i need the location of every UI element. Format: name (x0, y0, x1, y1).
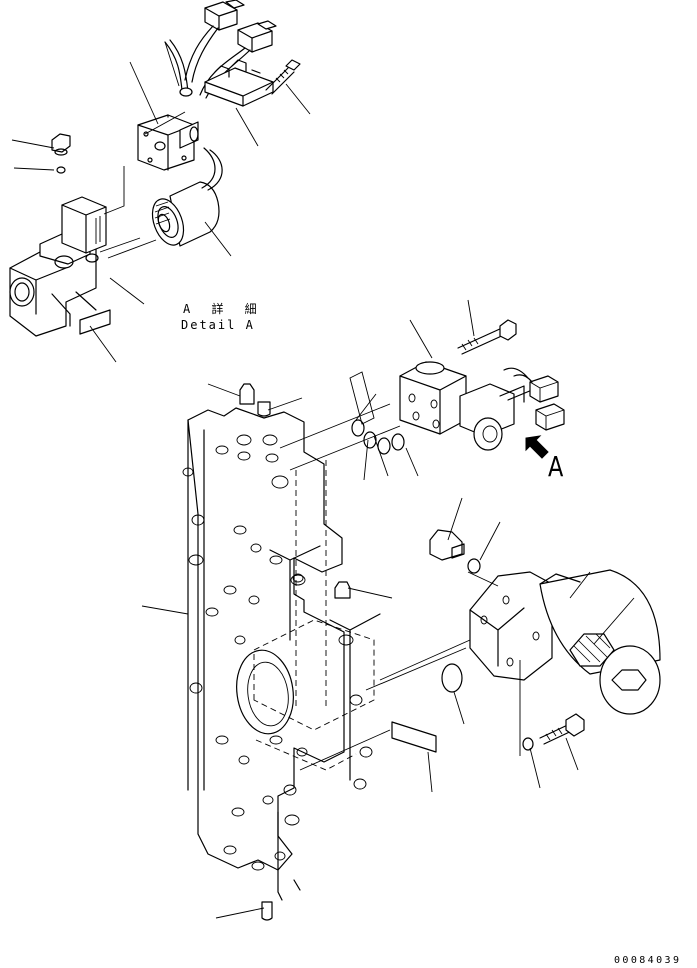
cover-plate (138, 115, 198, 170)
accumulator-valve (470, 570, 660, 714)
bolt-and-washer (523, 714, 584, 750)
harness-connectors (165, 0, 276, 98)
solenoid-coil (147, 148, 222, 249)
plug-and-o-ring (430, 530, 480, 573)
solenoid-valve-assembly (400, 320, 564, 450)
valve-body-detail (10, 197, 156, 336)
detail-a-english-label: Detail A (181, 318, 255, 332)
seal-ring (442, 664, 462, 692)
drawing-number: 00084039 (614, 955, 682, 966)
detail-a-leaders (12, 42, 310, 362)
plug-detail (52, 134, 70, 173)
valve-ports (183, 435, 372, 870)
main-leaders (142, 300, 634, 918)
housing-plugs (240, 384, 350, 920)
detail-a-assembly (10, 0, 300, 336)
valve-housing (183, 408, 380, 900)
label-plate-main (392, 722, 436, 752)
o-rings (352, 420, 404, 454)
gasket-outline (350, 372, 374, 424)
detail-a-japanese-label: A 詳 細 (183, 302, 264, 316)
view-a-arrow (526, 436, 548, 458)
label-plate-detail (80, 310, 110, 334)
assembly-lines (280, 404, 520, 770)
view-a-marker: A (548, 450, 564, 483)
connector-bracket (205, 60, 300, 106)
